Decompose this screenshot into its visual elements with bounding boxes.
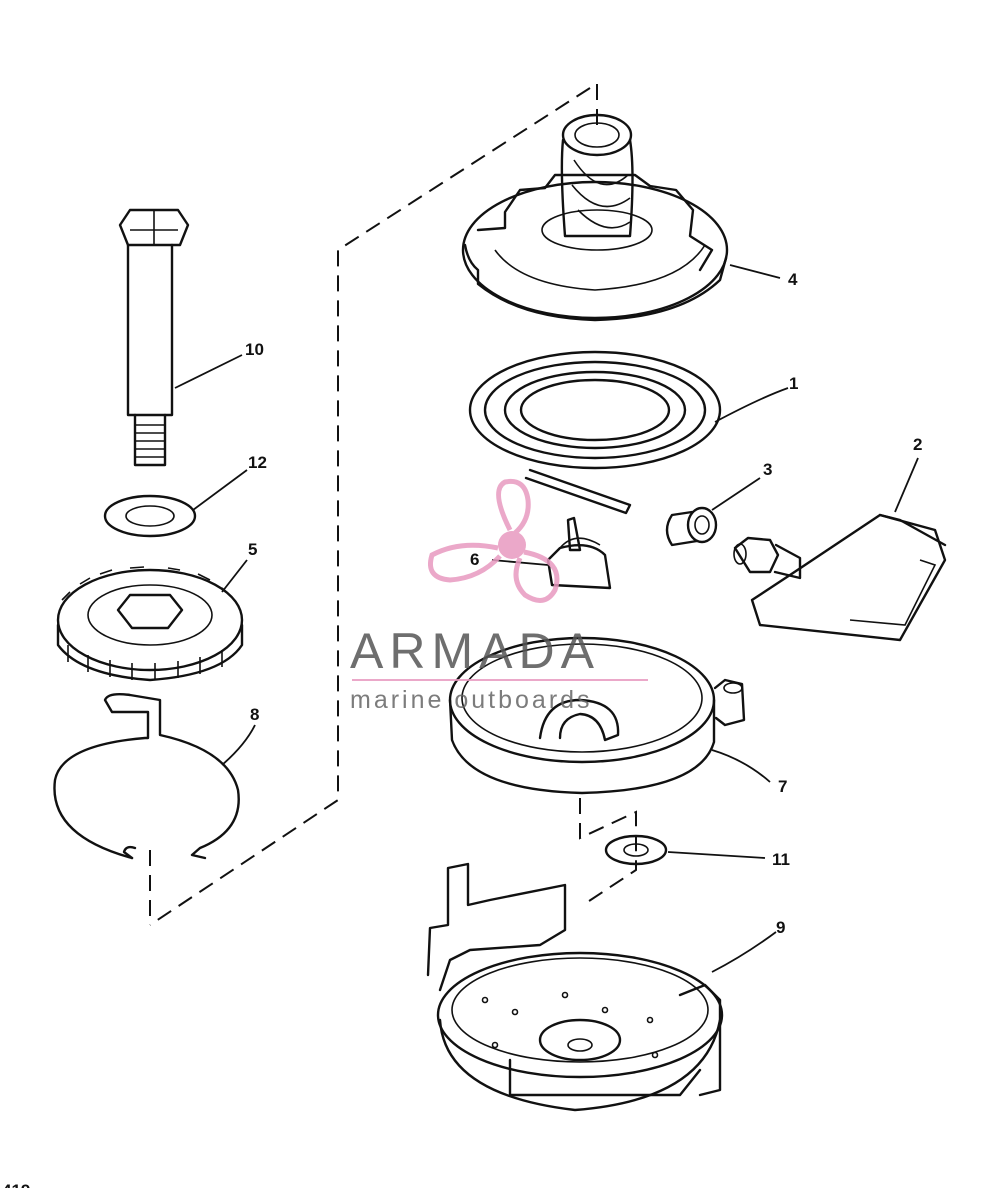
callout-9: 9 [776,918,785,937]
part-4-starter-pinion [461,113,781,322]
callout-5: 5 [248,540,257,559]
callout-labels: 1 2 3 4 5 6 7 8 9 10 11 12 [245,270,922,937]
callout-3: 3 [763,460,772,479]
callout-6: 6 [470,550,479,569]
figure-number: 419 [2,1181,30,1188]
part-2-starter-handle [733,457,947,642]
callout-4: 4 [788,270,798,289]
callout-12: 12 [248,453,267,472]
part-1-rewind-spring [468,350,789,515]
assembly-dashed-lines [149,84,637,926]
part-3-bushing [665,477,761,547]
watermark-tagline: marine outboards [350,686,593,714]
part-9-housing [426,862,777,1112]
part-12-washer [103,469,248,538]
part-8-clip [53,692,256,860]
callout-1: 1 [789,374,798,393]
callout-10: 10 [245,340,264,359]
propeller-icon [428,478,560,603]
part-7-pulley [448,636,771,795]
part-10-bolt [118,208,243,467]
part-5-ratchet-gear [56,559,248,682]
callout-8: 8 [250,705,259,724]
callout-7: 7 [778,777,787,796]
part-11-washer [604,834,766,866]
watermark-brand: ARMADA [350,623,600,679]
callout-11: 11 [772,850,790,869]
callout-2: 2 [913,435,922,454]
watermark-logo: ARMADA marine outboards [350,478,648,714]
